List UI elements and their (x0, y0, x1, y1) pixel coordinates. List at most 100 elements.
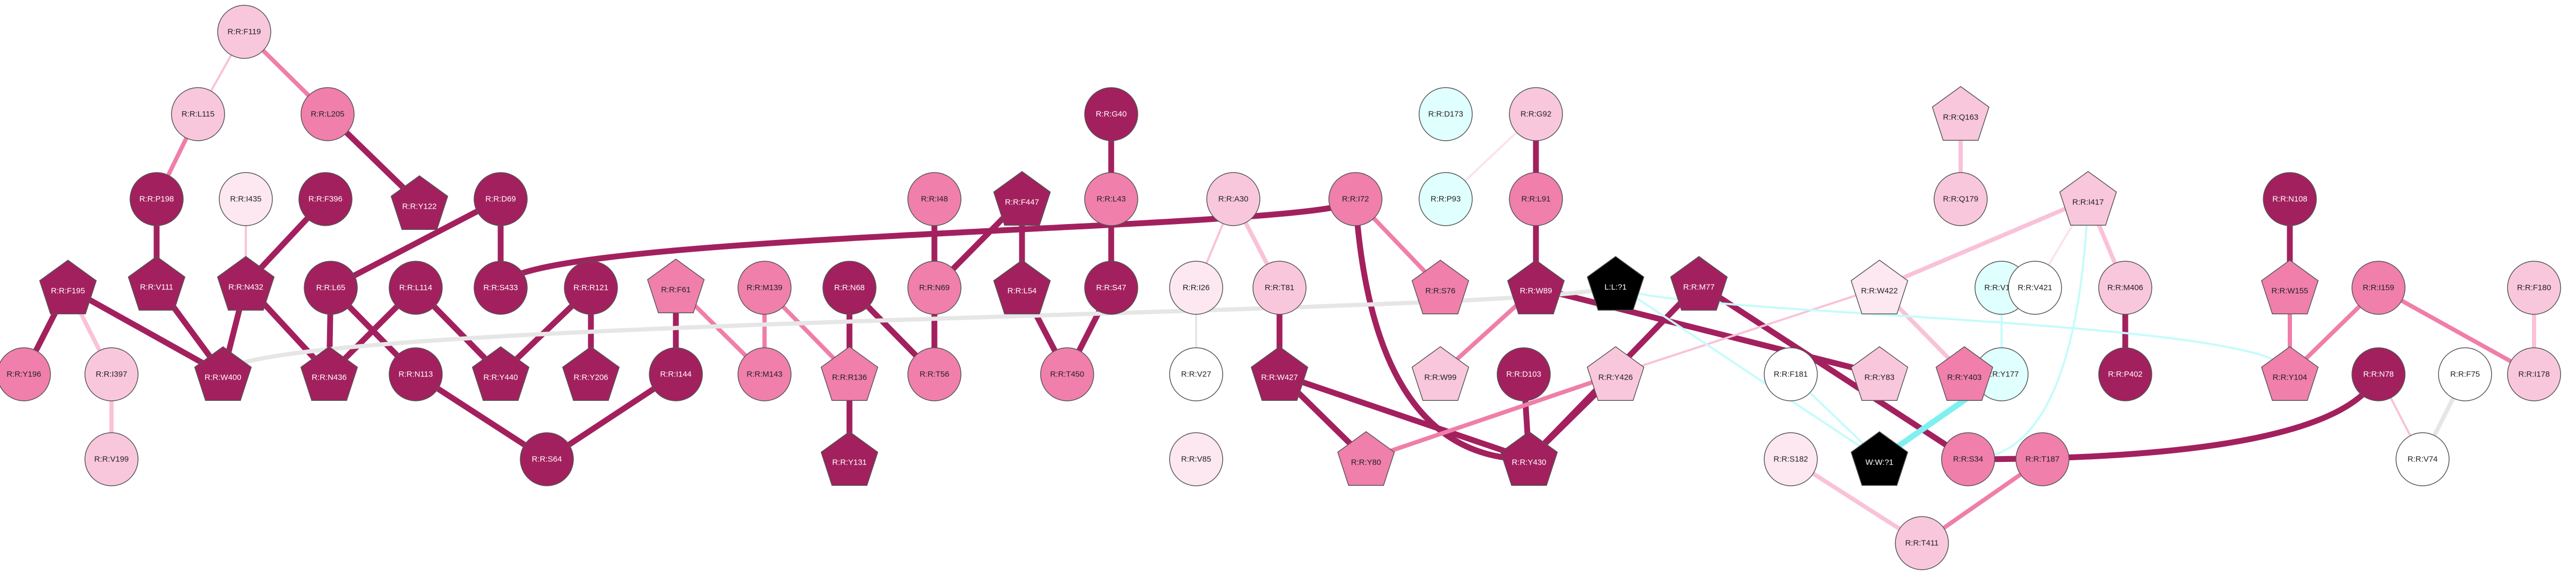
node-l115[interactable]: R:R:L115 (171, 87, 225, 141)
node-i417[interactable]: R:R:I417 (2059, 171, 2117, 226)
node-i26[interactable]: R:R:I26 (1169, 261, 1223, 315)
node-l71[interactable]: L:L:?1 (1586, 256, 1645, 311)
node-n69-shape (907, 261, 961, 315)
node-v111[interactable]: R:R:V111 (127, 256, 186, 311)
node-y440[interactable]: R:R:Y440 (471, 346, 530, 401)
node-i144[interactable]: R:R:I144 (649, 347, 703, 401)
node-n113[interactable]: R:R:N113 (389, 347, 443, 401)
node-t56-shape (907, 347, 961, 401)
node-v27[interactable]: R:R:V27 (1169, 347, 1223, 401)
node-v85[interactable]: R:R:V85 (1169, 432, 1223, 486)
node-l65[interactable]: R:R:L65 (304, 261, 358, 315)
node-f61[interactable]: R:R:F61 (647, 259, 705, 314)
node-n78[interactable]: R:R:N78 (2351, 347, 2406, 401)
node-w89[interactable]: R:R:W89 (1507, 260, 1565, 315)
node-i178[interactable]: R:R:I178 (2507, 347, 2561, 401)
node-m139[interactable]: R:R:M139 (737, 261, 792, 315)
node-q179[interactable]: R:R:Q179 (1934, 172, 1988, 226)
node-i48[interactable]: R:R:I48 (907, 172, 961, 226)
node-g40[interactable]: R:R:G40 (1084, 87, 1138, 141)
edge-m77-s34 (1696, 281, 1971, 462)
node-y80[interactable]: R:R:Y80 (1337, 431, 1395, 486)
node-v421[interactable]: R:R:V421 (2008, 261, 2062, 315)
node-l43[interactable]: R:R:L43 (1084, 172, 1138, 226)
node-l71-shape (1586, 256, 1645, 311)
node-f180[interactable]: R:R:F180 (2507, 261, 2561, 315)
node-n436[interactable]: R:R:N436 (300, 346, 358, 401)
node-s182[interactable]: R:R:S182 (1764, 432, 1818, 486)
node-i159[interactable]: R:R:I159 (2351, 261, 2406, 315)
node-f181[interactable]: R:R:F181 (1764, 347, 1818, 401)
node-d103[interactable]: R:R:D103 (1497, 347, 1551, 401)
node-m406[interactable]: R:R:M406 (2098, 261, 2152, 315)
node-ww1[interactable]: W:W:?1 (1850, 431, 1909, 486)
node-s34[interactable]: R:R:S34 (1941, 432, 1995, 486)
node-v199[interactable]: R:R:V199 (84, 432, 139, 486)
node-w400[interactable]: R:R:W400 (194, 346, 252, 401)
node-w99[interactable]: R:R:W99 (1411, 346, 1470, 401)
node-l115-label: R:R:L115 (182, 110, 214, 119)
node-r121[interactable]: R:R:R121 (564, 261, 618, 315)
node-s76-label: R:R:S76 (1426, 287, 1456, 296)
node-ww1-shape (1850, 431, 1909, 486)
node-r136-label: R:R:R136 (832, 373, 867, 382)
node-p198[interactable]: R:R:P198 (130, 172, 184, 226)
node-f119[interactable]: R:R:F119 (217, 5, 271, 59)
node-s76[interactable]: R:R:S76 (1411, 260, 1470, 315)
node-r136[interactable]: R:R:R136 (820, 346, 879, 401)
node-t411[interactable]: R:R:T411 (1895, 516, 1949, 570)
node-n69[interactable]: R:R:N69 (907, 261, 961, 315)
node-v199-shape (84, 432, 139, 486)
node-w422[interactable]: R:R:W422 (1850, 260, 1909, 315)
node-y430[interactable]: R:R:Y430 (1500, 431, 1558, 486)
node-v74[interactable]: R:R:V74 (2395, 432, 2450, 486)
node-n432[interactable]: R:R:N432 (217, 256, 275, 311)
node-y426[interactable]: R:R:Y426 (1586, 346, 1645, 401)
node-f396[interactable]: R:R:F396 (298, 172, 353, 226)
node-y206[interactable]: R:R:Y206 (562, 346, 620, 401)
node-t81[interactable]: R:R:T81 (1252, 261, 1307, 315)
node-y104[interactable]: R:R:Y104 (2261, 346, 2319, 401)
node-l91[interactable]: R:R:L91 (1509, 172, 1563, 226)
node-d69[interactable]: R:R:D69 (474, 172, 528, 226)
node-a30[interactable]: R:R:A30 (1206, 172, 1260, 226)
node-s64[interactable]: R:R:S64 (520, 432, 574, 486)
node-d173[interactable]: R:R:D173 (1419, 87, 1473, 141)
node-q163[interactable]: R:R:Q163 (1931, 86, 1990, 141)
node-w427[interactable]: R:R:W427 (1250, 346, 1309, 401)
node-n68[interactable]: R:R:N68 (822, 261, 877, 315)
node-y131[interactable]: R:R:Y131 (820, 431, 879, 486)
node-t450[interactable]: R:R:T450 (1040, 347, 1094, 401)
node-w427-shape (1250, 346, 1309, 401)
node-w155[interactable]: R:R:W155 (2261, 260, 2319, 315)
node-t56[interactable]: R:R:T56 (907, 347, 961, 401)
node-m77[interactable]: R:R:M77 (1670, 256, 1728, 311)
node-m143[interactable]: R:R:M143 (737, 347, 792, 401)
node-i397[interactable]: R:R:I397 (84, 347, 139, 401)
node-n108[interactable]: R:R:N108 (2263, 172, 2317, 226)
node-p93[interactable]: R:R:P93 (1419, 172, 1473, 226)
node-f195[interactable]: R:R:F195 (39, 260, 97, 315)
node-t187[interactable]: R:R:T187 (2015, 432, 2070, 486)
node-v27-label: R:R:V27 (1181, 370, 1212, 379)
node-y83[interactable]: R:R:Y83 (1850, 346, 1909, 401)
node-w400-shape (194, 346, 252, 401)
node-i72[interactable]: R:R:I72 (1328, 172, 1383, 226)
node-s433[interactable]: R:R:S433 (474, 261, 528, 315)
node-g92[interactable]: R:R:G92 (1509, 87, 1563, 141)
node-y196[interactable]: R:R:Y196 (0, 347, 51, 401)
node-t81-label: R:R:T81 (1265, 284, 1294, 293)
node-g40-label: R:R:G40 (1096, 110, 1127, 119)
node-i435[interactable]: R:R:I435 (219, 172, 273, 226)
node-y122[interactable]: R:R:Y122 (390, 175, 449, 230)
node-s47[interactable]: R:R:S47 (1084, 261, 1138, 315)
node-y426-shape (1586, 346, 1645, 401)
node-n432-label: R:R:N432 (228, 283, 263, 292)
node-l54[interactable]: R:R:L54 (993, 260, 1051, 315)
node-f447[interactable]: R:R:F447 (993, 171, 1051, 226)
node-l114[interactable]: R:R:L114 (389, 261, 443, 315)
node-y403[interactable]: R:R:Y403 (1935, 346, 1994, 401)
node-l205[interactable]: R:R:L205 (300, 87, 355, 141)
node-f75[interactable]: R:R:F75 (2438, 347, 2492, 401)
node-p402[interactable]: R:R:P402 (2098, 347, 2152, 401)
